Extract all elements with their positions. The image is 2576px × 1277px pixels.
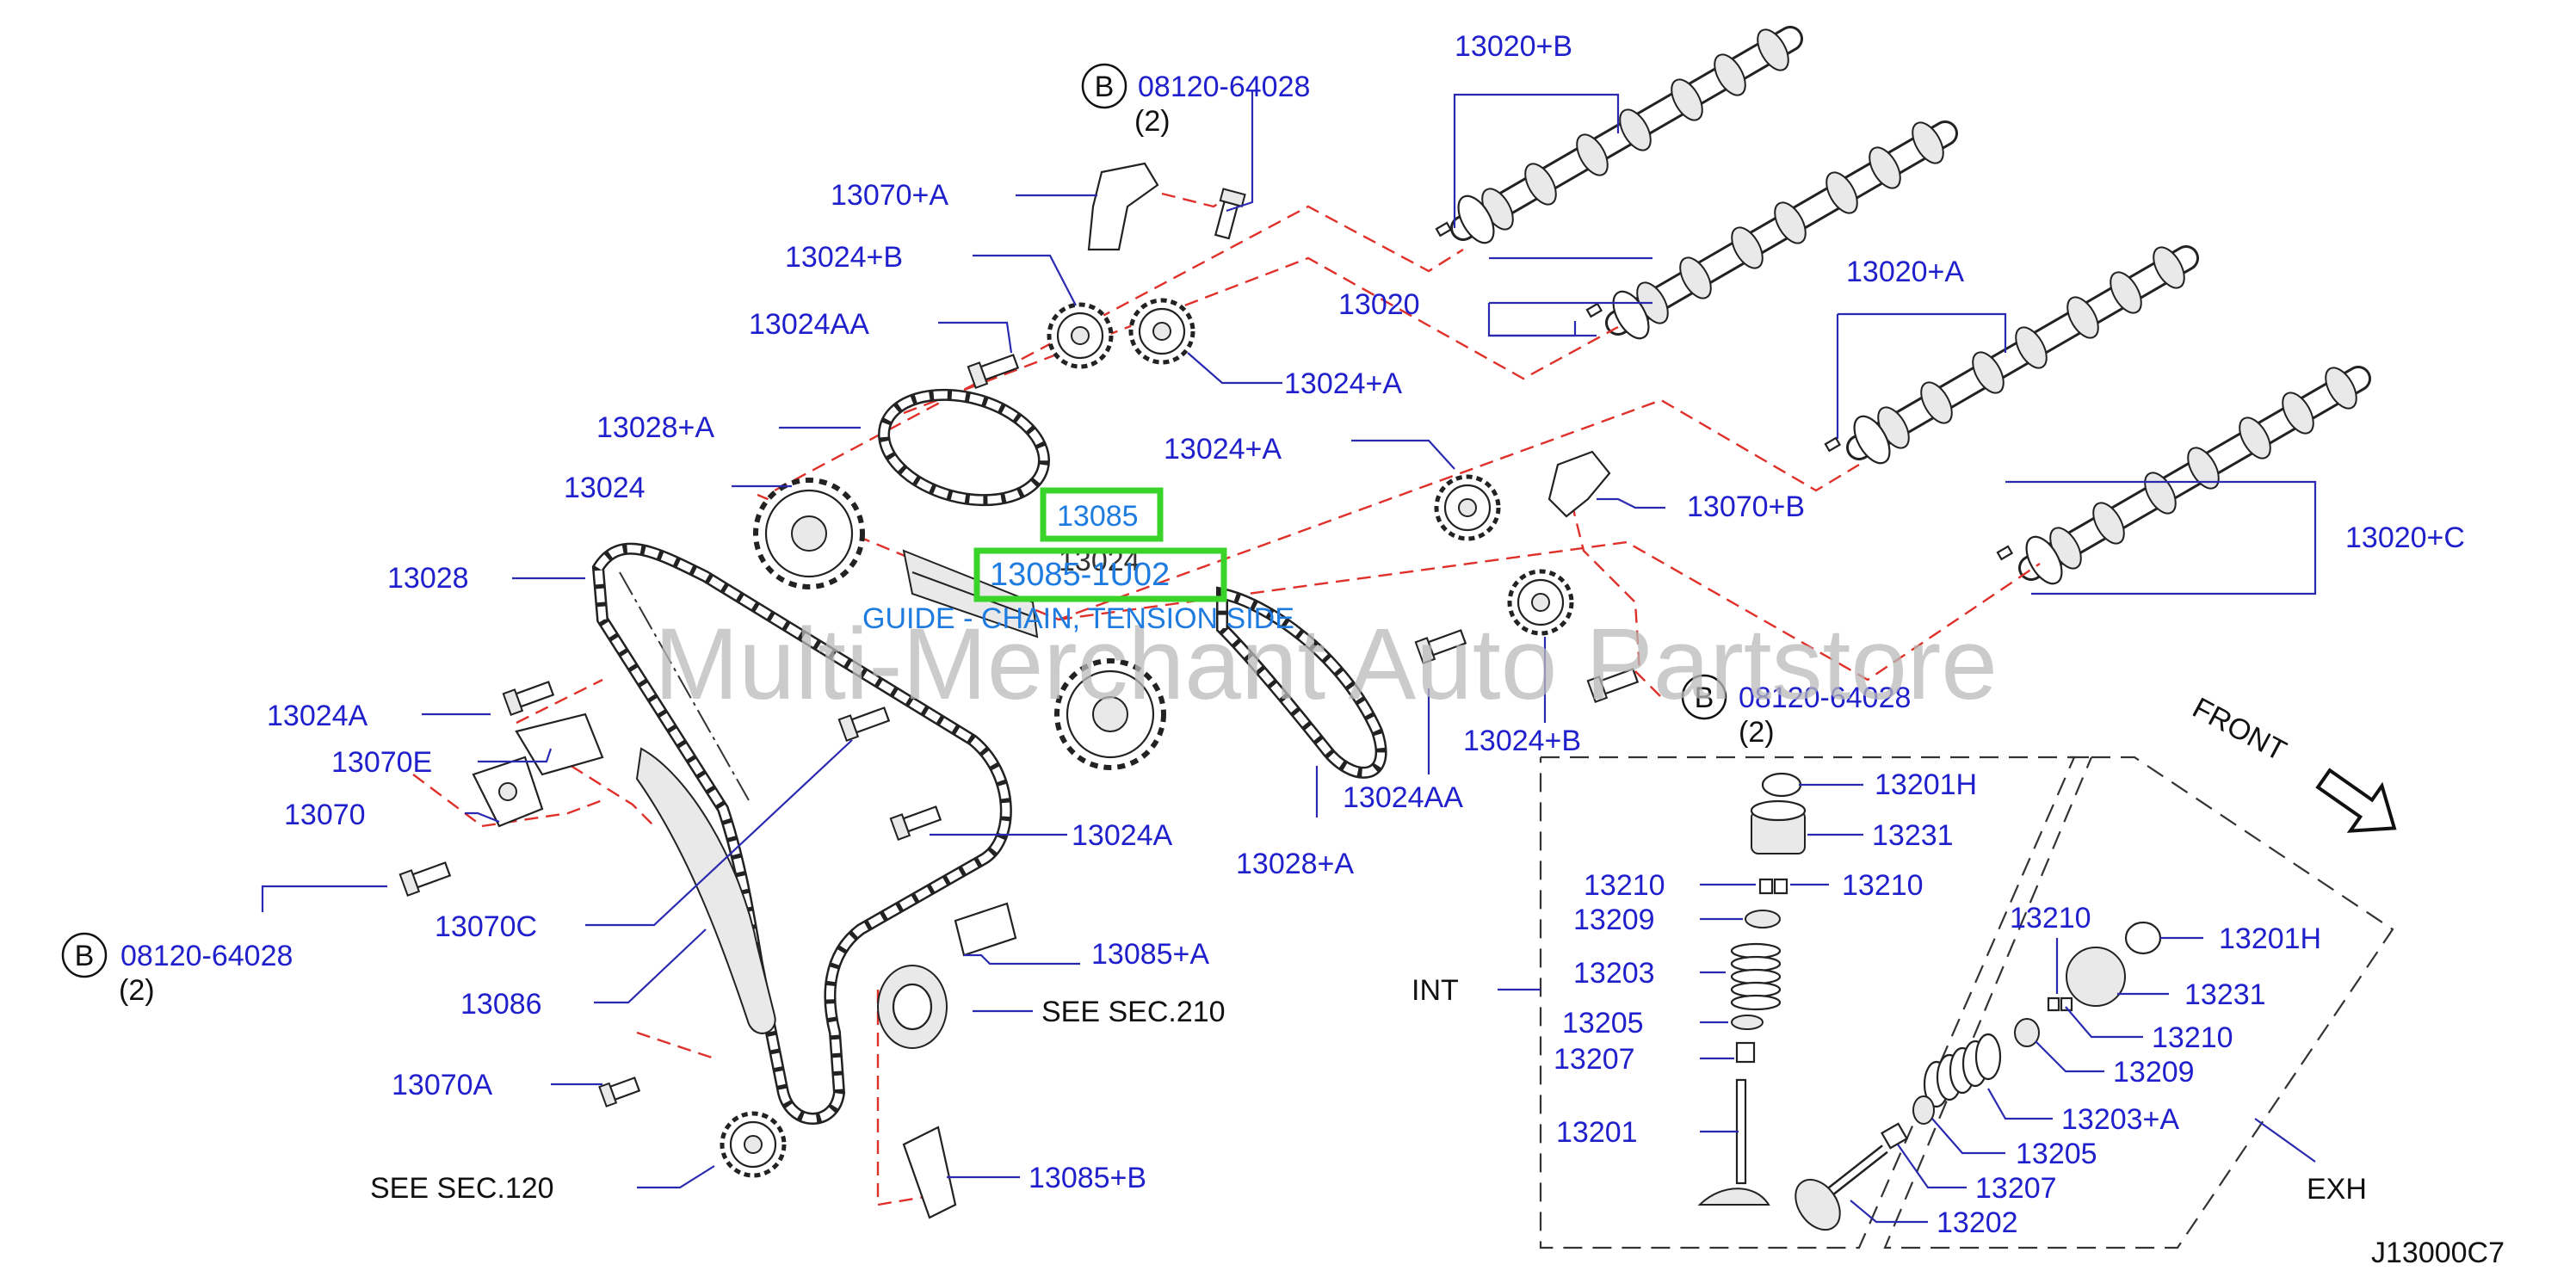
label-13231-int[interactable]: 13231	[1872, 819, 1954, 852]
label-13070C[interactable]: 13070C	[435, 910, 537, 943]
label-13024A-mid[interactable]: 13024+A	[1164, 433, 1282, 466]
label-13207-int[interactable]: 13207	[1554, 1043, 1635, 1076]
qty-bolt-left: (2)	[119, 974, 155, 1007]
label-13209-exh[interactable]: 13209	[2113, 1056, 2195, 1089]
svg-text:B: B	[1695, 682, 1714, 714]
label-13210-r[interactable]: 13210	[1842, 869, 1924, 902]
chain-13028A-upper	[878, 388, 1050, 507]
sprocket-13024A-top	[1128, 298, 1195, 365]
svg-text:B: B	[1095, 71, 1115, 103]
valve-parts-exh	[1795, 921, 2162, 1231]
label-13085B[interactable]: 13085+B	[1029, 1162, 1146, 1194]
label-13209-int[interactable]: 13209	[1573, 904, 1655, 936]
label-13207-exh[interactable]: 13207	[1975, 1172, 2057, 1205]
label-13201H-exh[interactable]: 13201H	[2219, 922, 2321, 955]
front-arrow-icon	[2315, 768, 2397, 833]
camshaft-13020C	[1996, 361, 2371, 585]
label-13020[interactable]: 13020	[1338, 288, 1420, 321]
highlight-box-13085[interactable]	[1040, 487, 1164, 542]
highlight-label-13085-1U02[interactable]: 13085-1U02	[990, 557, 1170, 593]
sprocket-13024B-mid	[1507, 569, 1574, 636]
circle-b-mid: B	[1681, 674, 1727, 720]
front-label: FRONT	[2187, 692, 2291, 768]
highlighted-part: 13024 13085 13085-1U02 GUIDE - CHAIN, TE…	[862, 487, 1294, 635]
label-13020A[interactable]: 13020+A	[1846, 256, 1964, 288]
label-bolt-left[interactable]: 08120-64028	[120, 940, 293, 972]
valve-parts-int	[1697, 772, 1807, 1206]
label-13070A-top[interactable]: 13070+A	[831, 179, 948, 212]
sprocket-13024A-mid	[1434, 474, 1501, 541]
label-13085A[interactable]: 13085+A	[1091, 938, 1209, 971]
sprocket-13024	[753, 478, 865, 589]
label-int: INT	[1412, 974, 1459, 1007]
watermark: Multi-Merchant Auto Partstore	[654, 608, 1998, 721]
label-13205-int[interactable]: 13205	[1562, 1007, 1644, 1039]
label-13210-exh[interactable]: 13210	[2152, 1021, 2233, 1054]
label-13070E[interactable]: 13070E	[331, 746, 432, 779]
camshaft-13020A	[1824, 241, 2199, 465]
see-sec120: SEE SEC.120	[370, 1172, 554, 1205]
label-13024B-mid[interactable]: 13024+B	[1463, 725, 1581, 757]
label-13024[interactable]: 13024	[564, 472, 646, 504]
sprocket-sec120	[720, 1111, 787, 1178]
label-13210-exh-top[interactable]: 13210	[2010, 902, 2091, 935]
label-bolt-mid[interactable]: 08120-64028	[1739, 682, 1911, 714]
label-13028A-upper[interactable]: 13028+A	[596, 411, 714, 444]
svg-text:B: B	[75, 940, 95, 972]
bolts	[398, 188, 1640, 1107]
highlight-box-13085-1U02[interactable]	[973, 547, 1227, 602]
sprocket-13024A-lower	[1054, 658, 1166, 770]
bracket-13085A	[954, 902, 1017, 957]
tensioner-13070	[472, 756, 544, 828]
label-13024A-upper[interactable]: 13024+A	[1284, 367, 1402, 400]
highlight-label-13085[interactable]: 13085	[1057, 500, 1139, 533]
label-exh: EXH	[2307, 1173, 2367, 1206]
leader-lines	[261, 90, 2317, 1224]
gasket-13070E	[515, 713, 604, 776]
bracket-13085B	[902, 1126, 957, 1219]
part-labels: 08120-64028 (2) 13020+B 13070+A 13024+B …	[119, 30, 2505, 1269]
label-13201H-int[interactable]: 13201H	[1875, 768, 1977, 801]
camshaft-13020	[1585, 116, 1958, 340]
label-13024B-top[interactable]: 13024+B	[785, 241, 903, 274]
diagram-code: J13000C7	[2371, 1237, 2505, 1269]
label-13086[interactable]: 13086	[460, 988, 542, 1021]
label-bolt-top[interactable]: 08120-64028	[1138, 71, 1310, 103]
label-13024A-lower[interactable]: 13024A	[1072, 819, 1173, 852]
label-13203-int[interactable]: 13203	[1573, 957, 1655, 990]
label-13024A-left[interactable]: 13024A	[267, 700, 368, 732]
qty-bolt-top: (2)	[1134, 105, 1171, 138]
label-13024AA-top[interactable]: 13024AA	[749, 308, 869, 341]
circle-b-top: B	[1081, 63, 1127, 109]
label-13020B[interactable]: 13020+B	[1455, 30, 1572, 63]
valve-group-boxes	[1539, 756, 2394, 1249]
pump-sec210	[877, 965, 948, 1049]
qty-bolt-mid: (2)	[1739, 716, 1775, 749]
label-13202[interactable]: 13202	[1937, 1206, 2018, 1239]
label-13231-exh[interactable]: 13231	[2184, 978, 2266, 1011]
label-13028A-lower[interactable]: 13028+A	[1236, 848, 1354, 880]
label-13024AA-mid[interactable]: 13024AA	[1343, 781, 1463, 814]
label-13020C[interactable]: 13020+C	[2345, 521, 2465, 554]
guide-13085	[902, 549, 1039, 638]
label-13205-exh[interactable]: 13205	[2016, 1138, 2097, 1170]
tensioner-13070B	[1547, 450, 1611, 518]
circle-b-left: B	[61, 932, 108, 978]
camshaft-13020B	[1435, 23, 1803, 244]
label-13070[interactable]: 13070	[284, 799, 366, 831]
sprocket-13024B-top	[1047, 302, 1114, 369]
label-13203A[interactable]: 13203+A	[2061, 1103, 2179, 1136]
label-13070A[interactable]: 13070A	[392, 1069, 493, 1101]
chain-13028A-lower	[1216, 586, 1387, 779]
guide-13086	[635, 747, 776, 1034]
label-13201[interactable]: 13201	[1556, 1116, 1638, 1149]
label-13028[interactable]: 13028	[387, 562, 469, 595]
label-13210-l[interactable]: 13210	[1584, 869, 1665, 902]
highlight-description: GUIDE - CHAIN, TENSION SIDE	[862, 602, 1294, 635]
label-13070B[interactable]: 13070+B	[1687, 490, 1805, 523]
see-sec210: SEE SEC.210	[1041, 996, 1226, 1028]
tensioner-13070A-top	[1087, 162, 1159, 251]
